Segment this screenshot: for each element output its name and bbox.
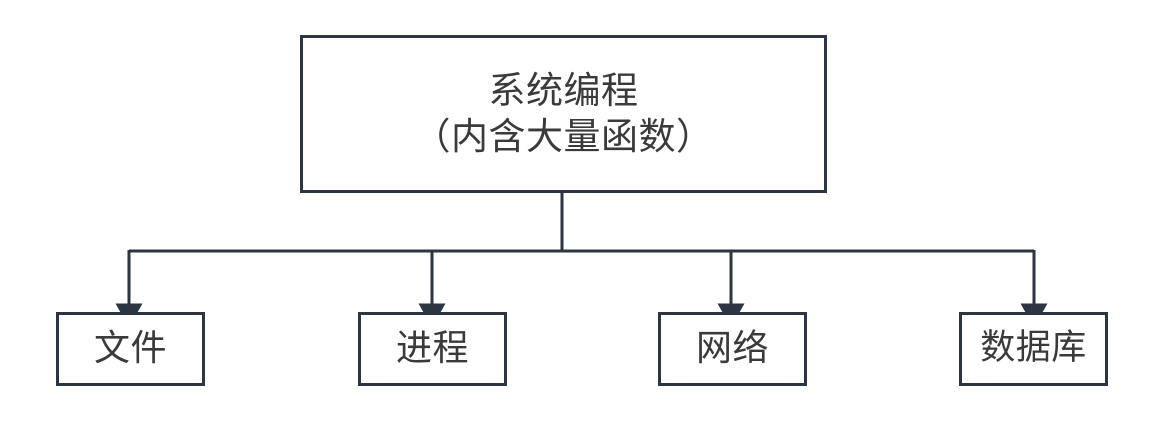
node-system-programming[interactable]: 系统编程 （内含大量函数） bbox=[300, 35, 827, 193]
node-file[interactable]: 文件 bbox=[56, 312, 205, 386]
node-database-label: 数据库 bbox=[980, 328, 1087, 369]
node-network-label: 网络 bbox=[695, 327, 769, 369]
node-file-label: 文件 bbox=[93, 327, 167, 369]
node-database[interactable]: 数据库 bbox=[959, 312, 1108, 386]
node-root-line-2: （内含大量函数） bbox=[413, 115, 714, 158]
node-root-line-1: 系统编程 bbox=[488, 68, 639, 112]
node-process-label: 进程 bbox=[395, 327, 469, 369]
node-process[interactable]: 进程 bbox=[358, 312, 507, 386]
node-network[interactable]: 网络 bbox=[658, 312, 807, 386]
